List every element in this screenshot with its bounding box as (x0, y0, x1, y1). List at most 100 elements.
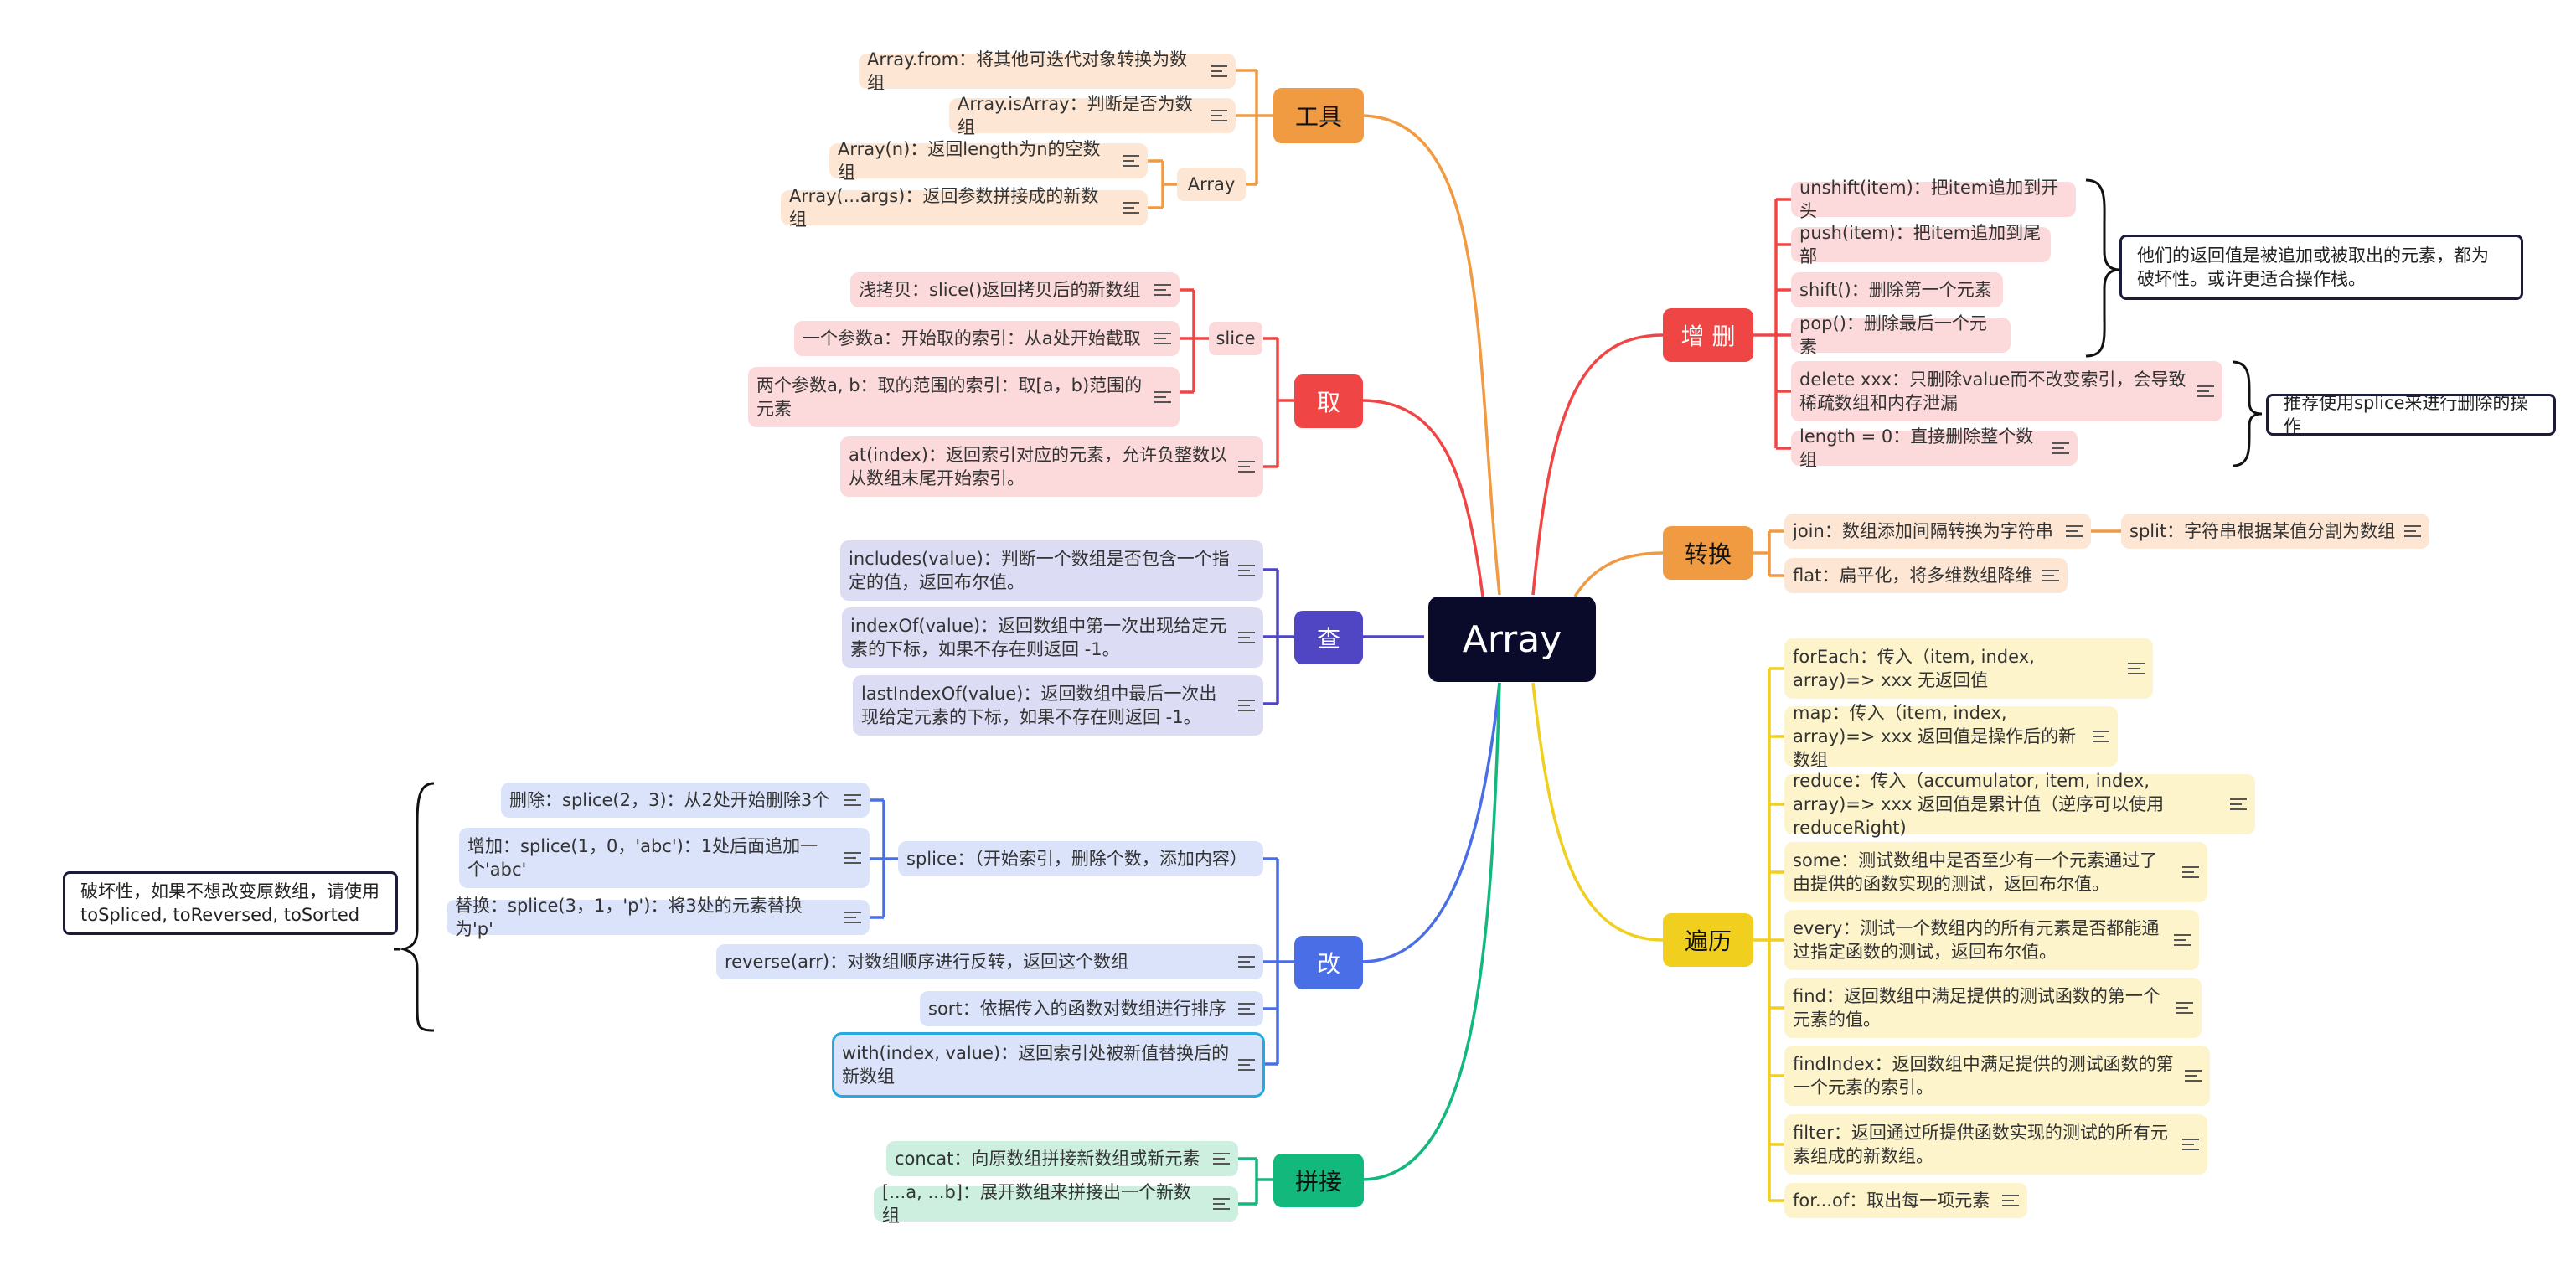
iterate-item-text: filter：返回通过所提供函数实现的测试的所有元素组成的新数组。 (1793, 1123, 2168, 1166)
convert-join-text: join：数组添加间隔转换为字符串 (1793, 521, 2053, 541)
branch-concat[interactable]: 拼接 (1273, 1154, 1364, 1207)
iterate-item-6[interactable]: findIndex：返回数组中满足提供的测试函数的第一个元素的索引。 (1784, 1046, 2210, 1106)
find-item-text: includes(value)：判断一个数组是否包含一个指定的值，返回布尔值。 (849, 549, 1230, 592)
splice-group-node[interactable]: splice：（开始索引，删除个数，添加内容） (898, 841, 1263, 876)
concat-item-1[interactable]: [...a, ...b]：展开数组来拼接出一个新数组 (874, 1182, 1238, 1226)
connector-root-concat (1360, 682, 1501, 1181)
iterate-item-4[interactable]: every：测试一个数组内的所有元素是否都能通过指定函数的测试，返回布尔值。 (1784, 910, 2199, 970)
branch-crud[interactable]: 增 删 (1663, 308, 1753, 362)
array-item-0[interactable]: Array(n)：返回length为n的空数组 (829, 139, 1148, 183)
array-group-label: Array (1187, 174, 1236, 194)
connector-crud-children (1751, 198, 1791, 450)
crud-delete-note[interactable]: 推荐使用splice来进行删除的操作 (2266, 393, 2556, 436)
branch-find[interactable]: 查 (1294, 611, 1363, 664)
iterate-item-7[interactable]: filter：返回通过所提供函数实现的测试的所有元素组成的新数组。 (1784, 1114, 2207, 1175)
note-icon (1213, 1153, 1230, 1165)
modify-item-with[interactable]: with(index, value)：返回索引处被新值替换后的新数组 (832, 1032, 1265, 1098)
convert-split[interactable]: split：字符串根据某值分割为数组 (2121, 514, 2429, 549)
note-icon (1154, 333, 1171, 344)
crud-item-4[interactable]: delete xxx：只删除value而不改变索引，会导致稀疏数组和内存泄漏 (1791, 361, 2222, 421)
find-item-0[interactable]: includes(value)：判断一个数组是否包含一个指定的值，返回布尔值。 (840, 540, 1263, 601)
crud-item-3[interactable]: pop()：删除最后一个元素 (1791, 313, 2011, 357)
find-item-2[interactable]: lastIndexOf(value)：返回数组中最后一次出现给定元素的下标，如果… (853, 675, 1263, 736)
iterate-item-text: some：测试数组中是否至少有一个元素通过了由提供的函数实现的测试，返回布尔值。 (1793, 850, 2158, 894)
array-group-node[interactable]: Array (1177, 168, 1246, 201)
modify-item-sort[interactable]: sort：依据传入的函数对数组进行排序 (920, 991, 1263, 1026)
modify-destructive-note[interactable]: 破坏性，如果不想改变原数组，请使用 toSpliced, toReversed,… (63, 871, 398, 935)
splice-item-2[interactable]: 替换：splice(3，1，'p')：将3处的元素替换为'p' (447, 896, 870, 939)
crud-item-5[interactable]: length = 0：直接删除整个数组 (1791, 426, 2078, 470)
iterate-item-2[interactable]: reduce：传入（accumulator, item, index, arra… (1784, 771, 2255, 838)
note-icon (2002, 1195, 2019, 1206)
iterate-item-0[interactable]: forEach：传入（item, index, array)=> xxx 无返回… (1784, 638, 2153, 699)
iterate-item-text: forEach：传入（item, index, array)=> xxx 无返回… (1793, 647, 2035, 690)
connector-root-tools (1360, 114, 1501, 596)
slice-item-2[interactable]: 两个参数a, b：取的范围的索引：取[a，b)范围的元素 (748, 367, 1180, 427)
note-icon (1238, 1003, 1255, 1015)
branch-iterate-label: 遍历 (1684, 927, 1732, 955)
note-icon (2052, 442, 2069, 454)
array-item-text: Array(n)：返回length为n的空数组 (838, 139, 1101, 183)
note-icon (1211, 65, 1227, 77)
branch-tools[interactable]: 工具 (1273, 88, 1364, 143)
root-node[interactable]: Array (1428, 597, 1596, 682)
tools-item-1[interactable]: Array.isArray：判断是否为数组 (949, 94, 1236, 137)
tools-item-text: Array.from：将其他可迭代对象转换为数组 (867, 49, 1188, 93)
note-icon (1238, 632, 1255, 643)
branch-modify[interactable]: 改 (1294, 936, 1363, 989)
crud-note2-text: 推荐使用splice来进行删除的操作 (2284, 393, 2528, 436)
take-item-at[interactable]: at(index)：返回索引对应的元素，允许负整数以从数组末尾开始索引。 (840, 436, 1263, 497)
note-icon (1154, 391, 1171, 403)
slice-group-node[interactable]: slice (1209, 322, 1262, 355)
splice-item-1[interactable]: 增加：splice(1，0，'abc')：1处后面追加一个'abc' (459, 828, 870, 888)
brace-modify-destructive (399, 782, 435, 1032)
crud-item-2[interactable]: shift()：删除第一个元素 (1791, 272, 2003, 307)
connector-array-children (1148, 159, 1177, 209)
concat-item-0[interactable]: concat：向原数组拼接新数组或新元素 (886, 1141, 1238, 1176)
find-item-1[interactable]: indexOf(value)：返回数组中第一次出现给定元素的下标，如果不存在则返… (842, 607, 1263, 668)
modify-item-text: sort：依据传入的函数对数组进行排序 (928, 999, 1226, 1019)
crud-item-1[interactable]: push(item)：把item追加到尾部 (1791, 223, 2051, 266)
branch-iterate[interactable]: 遍历 (1663, 913, 1753, 967)
branch-concat-label: 拼接 (1294, 1168, 1342, 1196)
splice-item-0[interactable]: 删除：splice(2，3)：从2处开始删除3个 (501, 783, 870, 818)
iterate-item-5[interactable]: find：返回数组中满足提供的测试函数的第一个元素的值。 (1784, 978, 2202, 1038)
crud-note1-text: 他们的返回值是被追加或被取出的元素，都为破坏性。或许更适合操作栈。 (2137, 245, 2489, 289)
splice-group-label: splice：（开始索引，删除个数，添加内容） (906, 849, 1247, 869)
crud-item-text: delete xxx：只删除value而不改变索引，会导致稀疏数组和内存泄漏 (1799, 369, 2186, 413)
tools-item-text: Array.isArray：判断是否为数组 (958, 94, 1193, 137)
brace-crud-delete (2232, 360, 2263, 467)
convert-split-text: split：字符串根据某值分割为数组 (2129, 521, 2396, 541)
branch-convert[interactable]: 转换 (1663, 526, 1753, 580)
note-icon (1211, 110, 1227, 121)
iterate-item-text: every：测试一个数组内的所有元素是否都能通过指定函数的测试，返回布尔值。 (1793, 918, 2160, 962)
iterate-item-8[interactable]: for...of：取出每一项元素 (1784, 1183, 2027, 1218)
crud-item-text: pop()：删除最后一个元素 (1799, 313, 1987, 357)
branch-take-label: 取 (1316, 389, 1340, 416)
crud-item-text: unshift(item)：把item追加到开头 (1799, 178, 2059, 221)
branch-take[interactable]: 取 (1294, 374, 1363, 428)
slice-item-1[interactable]: 一个参数a：开始取的索引：从a处开始截取 (794, 321, 1180, 356)
convert-flat[interactable]: flat：扁平化，将多维数组降维 (1784, 558, 2068, 593)
tools-item-0[interactable]: Array.from：将其他可迭代对象转换为数组 (859, 49, 1236, 93)
slice-item-0[interactable]: 浅拷贝：slice()返回拷贝后的新数组 (850, 272, 1180, 307)
iterate-item-text: reduce：传入（accumulator, item, index, arra… (1793, 771, 2165, 838)
crud-item-text: shift()：删除第一个元素 (1799, 280, 1992, 300)
modify-item-reverse[interactable]: reverse(arr)：对数组顺序进行反转，返回这个数组 (716, 944, 1263, 979)
note-icon (1238, 700, 1255, 711)
iterate-item-3[interactable]: some：测试数组中是否至少有一个元素通过了由提供的函数实现的测试，返回布尔值。 (1784, 842, 2207, 902)
branch-convert-label: 转换 (1684, 540, 1732, 568)
crud-stack-note[interactable]: 他们的返回值是被追加或被取出的元素，都为破坏性。或许更适合操作栈。 (2119, 235, 2523, 300)
modify-item-text: with(index, value)：返回索引处被新值替换后的新数组 (842, 1043, 1230, 1087)
note-icon (2182, 866, 2199, 878)
note-icon (1123, 202, 1139, 214)
crud-item-text: length = 0：直接删除整个数组 (1799, 426, 2034, 470)
connector-concat-children (1238, 1157, 1273, 1206)
crud-item-0[interactable]: unshift(item)：把item追加到开头 (1791, 178, 2076, 221)
convert-join[interactable]: join：数组添加间隔转换为字符串 (1784, 514, 2091, 549)
connector-root-take (1360, 399, 1484, 597)
array-item-1[interactable]: Array(...args)：返回参数拼接成的新数组 (781, 186, 1148, 230)
iterate-item-1[interactable]: map：传入（item, index, array)=> xxx 返回值是操作后… (1784, 703, 2118, 770)
concat-item-text: [...a, ...b]：展开数组来拼接出一个新数组 (882, 1182, 1191, 1226)
brace-crud-stack-ops (2085, 178, 2120, 358)
